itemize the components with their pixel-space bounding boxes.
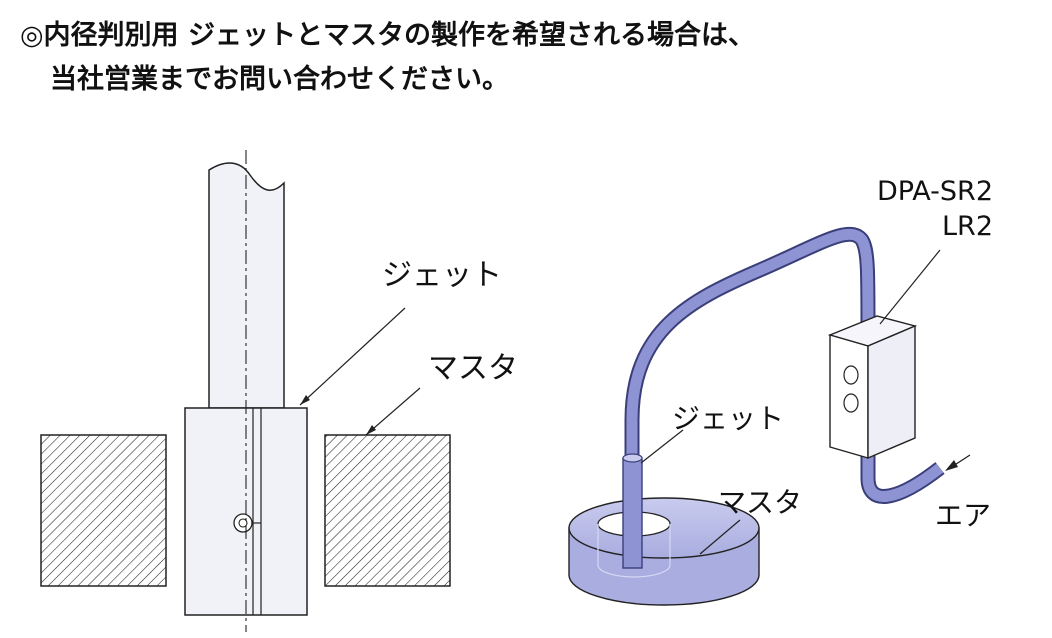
master-leader-line <box>365 387 421 436</box>
air-hose-fill <box>862 452 944 502</box>
master-block-right <box>324 434 451 587</box>
master-leader-arrow <box>366 425 376 435</box>
model-label-line-2: LR2 <box>942 211 993 242</box>
sensor-box-side <box>867 324 916 460</box>
right-master-leader-line <box>699 519 741 555</box>
right-jet-label: ジェット <box>672 402 784 435</box>
air-label: エア <box>935 499 991 532</box>
jet-probe-top <box>622 453 643 463</box>
jet-leader-arrow <box>300 395 310 405</box>
model-label-line-1: DPA-SR2 <box>877 176 993 207</box>
model-leader-line <box>879 249 941 325</box>
nozzle-hole-inner <box>238 518 248 528</box>
air-arrow-head <box>945 460 958 471</box>
master-bore-ghost <box>597 524 671 578</box>
left-jet-label: ジェット <box>382 258 502 293</box>
sensor-port-upper <box>843 365 859 385</box>
notice-line-2: 当社営業までお問い合わせください。 <box>50 64 509 95</box>
left-master-label: マスタ <box>428 351 518 386</box>
right-diagram: DPA-SR2 LR2 ジェット マスタ エア <box>568 176 993 606</box>
notice-line-1: ◎内径判別用 ジェットとマスタの製作を希望される場合は、 <box>20 20 755 51</box>
master-block-left <box>40 434 167 587</box>
left-diagram: ジェット マスタ <box>40 150 518 632</box>
jet-leader-line <box>299 307 406 406</box>
sensor-port-lower <box>843 393 859 413</box>
jet-tube <box>626 228 874 458</box>
jet-probe <box>622 457 643 569</box>
right-jet-leader-line <box>640 429 684 464</box>
notice-text: ◎内径判別用 ジェットとマスタの製作を希望される場合は、 当社営業までお問い合わ… <box>20 14 755 102</box>
right-master-label: マスタ <box>718 486 802 519</box>
